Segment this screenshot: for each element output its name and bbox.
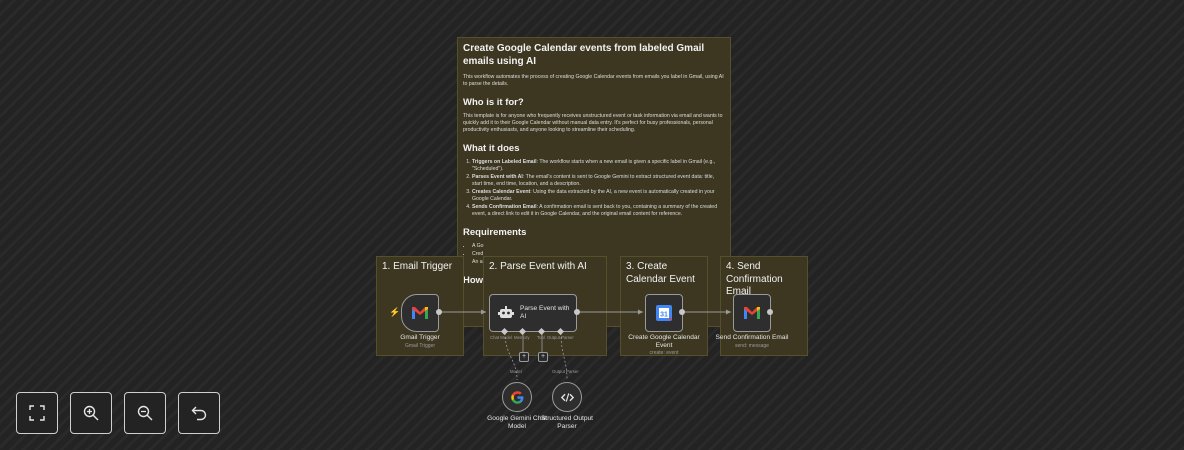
create-calendar-event-node[interactable]: 31 <box>645 294 683 332</box>
code-icon <box>560 392 574 402</box>
port-label: Memory <box>514 335 530 340</box>
arrowhead <box>481 309 486 315</box>
requirements-heading: Requirements <box>463 227 527 238</box>
arrowhead <box>726 309 731 315</box>
google-icon <box>510 390 523 404</box>
sticky-intro: This workflow automates the process of c… <box>463 74 724 87</box>
who-text: This template is for anyone who frequent… <box>463 113 723 133</box>
output-port[interactable] <box>436 309 442 315</box>
zoom-in-icon <box>83 405 99 421</box>
fit-view-button[interactable] <box>16 392 58 434</box>
node-subtitle: create: event <box>649 350 679 356</box>
zoom-out-icon <box>137 405 153 421</box>
zoom-out-button[interactable] <box>124 392 166 434</box>
gmail-icon <box>412 307 428 319</box>
output-port[interactable] <box>767 309 773 315</box>
sticky-title: Create Google Calendar events from label… <box>463 43 705 67</box>
parse-event-node[interactable]: Parse Event with AI <box>489 294 577 332</box>
gemini-model-node[interactable] <box>502 382 532 412</box>
send-email-node[interactable] <box>733 294 771 332</box>
step-item: Triggers on Labeled Email: The workflow … <box>472 159 725 173</box>
requirements-list: A Go Cred An a <box>463 243 725 266</box>
connection-model <box>504 332 518 381</box>
section-title: 2. Parse Event with AI <box>489 261 587 272</box>
port-label: Output Parser <box>547 335 574 340</box>
what-heading: What it does <box>463 143 520 154</box>
node-subtitle: send: message <box>735 343 769 349</box>
edge-label-output-parser: Output Parser <box>552 369 579 374</box>
reset-zoom-button[interactable] <box>178 392 220 434</box>
requirement-item: A Go <box>472 243 725 250</box>
robot-icon <box>498 306 514 318</box>
zoom-in-button[interactable] <box>70 392 112 434</box>
step-item: Sends Confirmation Email: A confirmation… <box>472 204 725 218</box>
step-item: Creates Calendar Event: Using the data e… <box>472 189 725 203</box>
steps-list: Triggers on Labeled Email: The workflow … <box>463 159 725 218</box>
output-port[interactable] <box>574 309 580 315</box>
add-tool-button[interactable]: + <box>538 352 548 362</box>
node-label: Structured Output Parser <box>540 415 594 430</box>
node-label: Send Confirmation Email <box>715 334 789 341</box>
port-label: Chat Model <box>490 335 512 340</box>
output-port[interactable] <box>679 309 685 315</box>
node-subtitle: Gmail Trigger <box>404 343 435 349</box>
google-calendar-icon: 31 <box>656 305 672 321</box>
gmail-icon <box>744 307 760 319</box>
fullscreen-icon <box>29 405 45 421</box>
step-item: Parses Event with AI: The email's conten… <box>472 174 725 188</box>
node-label: Parse Event with AI <box>520 305 570 320</box>
connection-output-parser <box>560 332 568 381</box>
node-label: Google Gemini Chat Model <box>487 415 547 430</box>
edge-label-model: Model <box>510 369 522 374</box>
undo-icon <box>191 406 207 421</box>
svg-text:31: 31 <box>660 312 668 319</box>
arrowhead <box>638 309 643 315</box>
port-label: Tool <box>537 335 545 340</box>
section-title: 4. Send Confirmation Email <box>726 261 783 297</box>
gmail-trigger-node[interactable] <box>401 294 439 332</box>
section-title: 3. Create Calendar Event <box>626 261 695 285</box>
section-title: 1. Email Trigger <box>382 261 453 272</box>
requirement-item: An a <box>472 259 725 266</box>
output-parser-node[interactable] <box>552 382 582 412</box>
node-label: Create Google Calendar Event <box>628 334 700 349</box>
how-heading: How <box>463 275 484 286</box>
trigger-bolt-icon: ⚡ <box>389 307 401 317</box>
add-memory-button[interactable]: + <box>519 352 529 362</box>
who-heading: Who is it for? <box>463 97 524 108</box>
requirement-item: Cred <box>472 251 725 258</box>
node-label: Gmail Trigger <box>400 334 440 341</box>
